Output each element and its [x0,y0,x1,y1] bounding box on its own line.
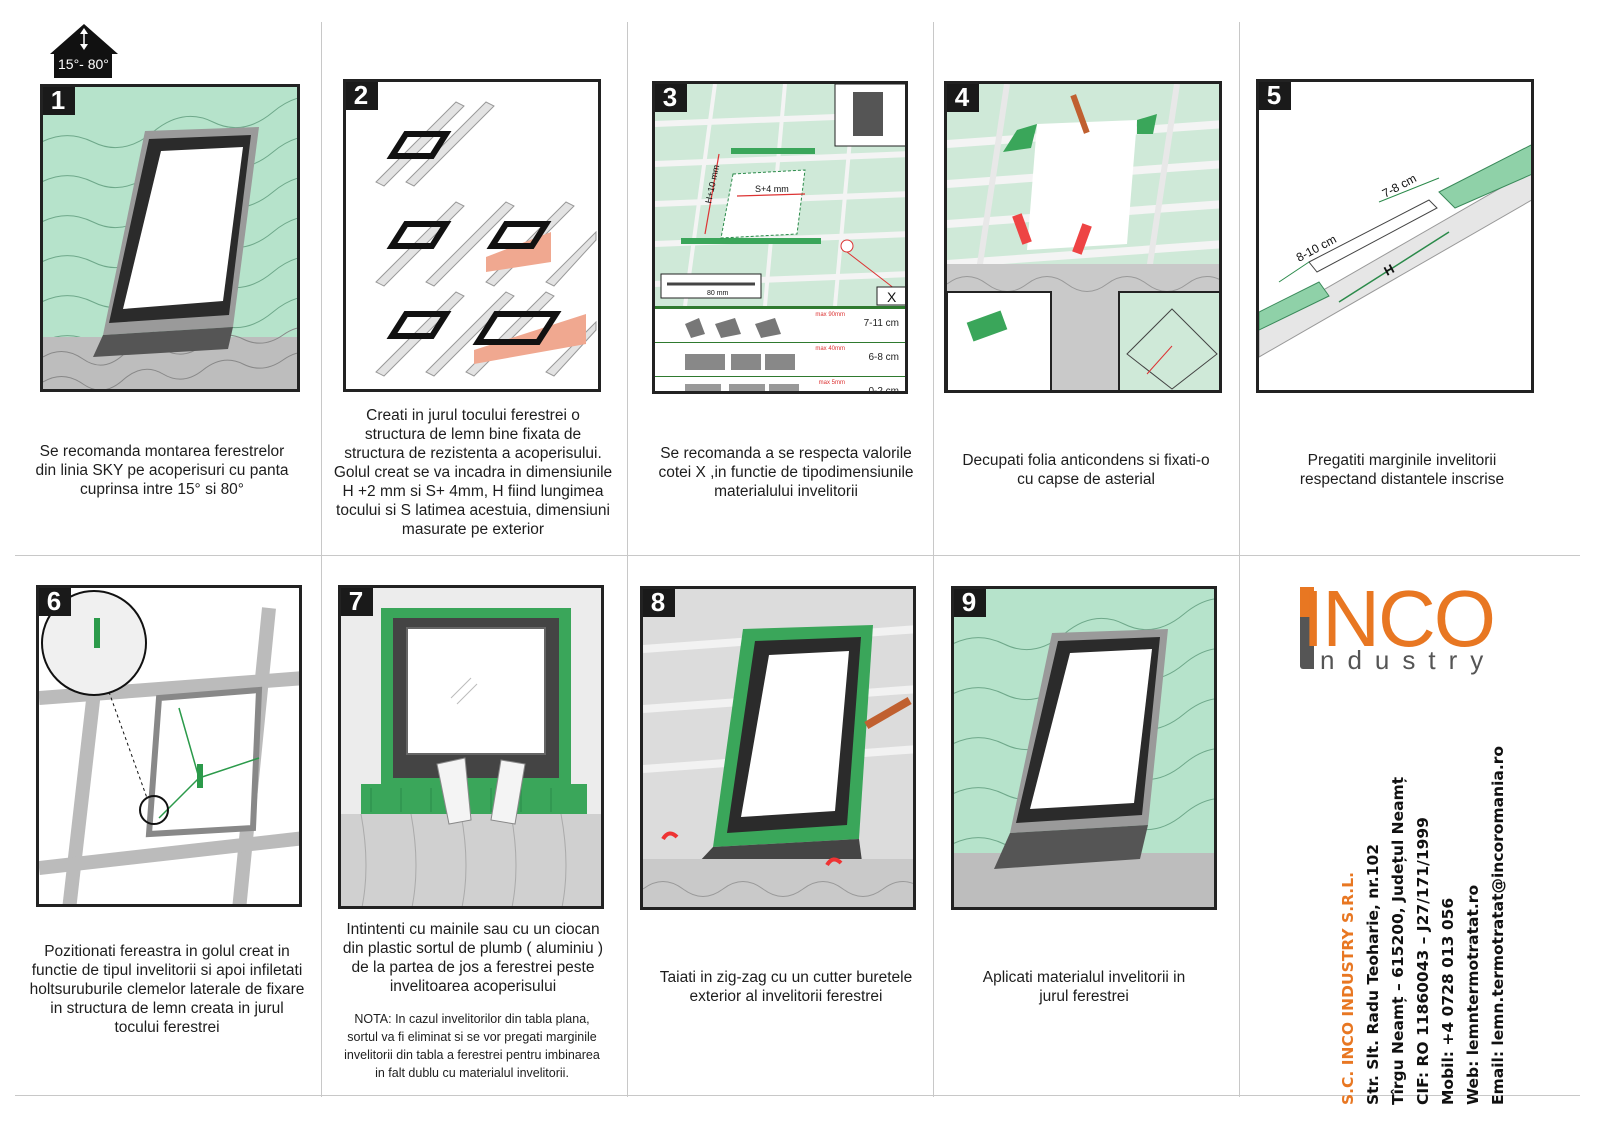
table-value: 7-11 cm [863,318,899,329]
caption-line: H +2 mm si S+ 4mm, H fiind lungimea [342,483,604,500]
step-9-caption: Aplicati materialul invelitorii in jurul… [936,968,1232,1006]
company-address: Str. Slt. Radu Teoharie, nr.102 [1364,843,1382,1105]
step-8-caption: Taiati in zig-zag cu un cutter buretele … [636,968,936,1006]
step-9-illustration: 9 [951,586,1217,910]
table-row: max 5mm 0-2 cm [655,376,905,394]
caption-line: Golul creat se va incadra in dimensiunil… [333,464,613,481]
grid-divider [321,22,322,1097]
logo-sub: ndustry [1320,645,1497,675]
grid-divider [15,1095,1580,1096]
step-number: 7 [341,588,373,616]
logo-bar-accent [1300,587,1314,617]
step-2-illustration: 2 [343,79,601,392]
caption-line: respectand distantele inscrise [1299,471,1505,488]
grid-divider [627,22,628,1097]
caption-line: din plastic sortul de plumb ( aluminiu ) [342,940,604,957]
step-7-note: NOTA: In cazul invelitorilor din tabla p… [324,1010,620,1082]
caption-line: in structura de lemn creata in jurul [50,1000,284,1017]
step-1-caption: Se recomanda montarea ferestrelor din li… [20,442,304,499]
caption-line: Decupati folia anticondens si fixati-o [962,452,1210,469]
caption-line: cuprinsa intre 15° si 80° [79,481,245,498]
step-7-illustration: 7 [338,585,604,909]
step-2-caption: Creati in jurul tocului ferestrei o stru… [325,406,621,539]
step-6-caption: Pozitionati fereastra in golul creat in … [20,942,314,1037]
tile-table: max 90mm 7-11 cm max 40mm 6-8 cm max 5mm… [655,306,905,394]
roof-pitch-badge: 15°- 80° [48,22,120,85]
step-number: 1 [43,87,75,115]
step-1-illustration: 1 [40,84,300,392]
grid-divider [15,555,1580,556]
caption-line: tocului ferestrei [114,1019,220,1036]
caption-line: masurate pe exterior [401,521,545,538]
step-8-illustration: 8 [640,586,916,910]
caption-line: Aplicati materialul invelitorii in [982,969,1186,986]
note-line: invelitorii din tabla a ferestrei pentru… [344,1048,600,1062]
table-value: 6-8 cm [868,352,899,363]
caption-line: Pozitionati fereastra in golul creat in [44,943,290,960]
caption-line: cu capse de asterial [1017,471,1155,488]
note-line: NOTA: In cazul invelitorilor din tabla p… [354,1012,590,1026]
table-max: max 40mm [815,346,845,352]
step-5-illustration: 5 8-10 cm 7-8 cm H [1256,79,1534,393]
step-4-caption: Decupati folia anticondens si fixati-o c… [940,451,1232,489]
step-number: 8 [643,589,675,617]
company-email[interactable]: Email: lemn.termotratat@incoromania.ro [1489,745,1507,1105]
step-number: 9 [954,589,986,617]
x-label: X [887,289,897,305]
company-mobile: Mobil: +4 0728 013 056 [1439,897,1457,1105]
company-web[interactable]: Web: lemntermotratat.ro [1464,884,1482,1105]
dist-b-label: 7-8 cm [1380,171,1419,201]
caption-line: materialului invelitorii [714,483,858,500]
caption-line: Intintenti cu mainile sau cu un ciocan [346,921,600,938]
step-number: 6 [39,588,71,616]
note-line: sortul va fi eliminat si se vor pregati … [347,1030,597,1044]
grid-divider [1239,22,1240,1097]
table-row: max 90mm 7-11 cm [655,306,905,342]
note-line: in falt dublu cu materialul invelitorii. [375,1066,569,1080]
caption-line: de la partea de jos a ferestrei peste [351,959,595,976]
caption-line: structura de lemn bine fixata de [364,426,582,443]
step-6-illustration: 6 [36,585,302,907]
step-3-caption: Se recomanda a se respecta valorile cote… [636,444,936,501]
step-number: 2 [346,82,378,110]
step-4-illustration: 4 [944,81,1222,393]
table-row: max 40mm 6-8 cm [655,342,905,376]
company-name: S.C. INCO INDUSTRY S.R.L. [1339,872,1357,1105]
caption-line: jurul ferestrei [1039,988,1129,1005]
caption-line: Se recomanda a se respecta valorile [660,445,912,462]
grid-divider [933,22,934,1097]
step-3-illustration: 3 H+10 mm S+4 mm 80 mm X max 90mm 7-11 c… [652,81,908,394]
small-label: 80 mm [707,290,729,297]
company-info: S.C. INCO INDUSTRY S.R.L. Str. Slt. Radu… [1336,746,1511,1105]
caption-line: Creati in jurul tocului ferestrei o [366,407,580,424]
caption-line: exterior al invelitorii ferestrei [689,988,883,1005]
s-label: S+4 mm [755,184,789,194]
step-number: 4 [947,84,979,112]
logo-main: INCO [1302,574,1496,663]
roof-pitch-icon [50,24,118,78]
company-city: Tîrgu Neamț – 615200, Județul Neamț [1389,776,1407,1105]
caption-line: structura de rezistenta a acoperisului. [344,445,602,462]
company-cif: CIF: RO 11860043 – J27/171/1999 [1414,817,1432,1105]
step-number: 3 [655,84,687,112]
step-7-caption: Intintenti cu mainile sau cu un ciocan d… [328,920,618,996]
caption-line: invelitoarea acoperisului [389,978,557,995]
caption-line: Taiati in zig-zag cu un cutter buretele [659,969,913,986]
caption-line: Pregatiti marginile invelitorii [1307,452,1497,469]
caption-line: functie de tipul invelitorii si apoi inf… [31,962,303,979]
step-number: 5 [1259,82,1291,110]
step-5-caption: Pregatiti marginile invelitorii respecta… [1252,451,1552,489]
caption-line: holtsuruburile clemelor laterale de fixa… [29,981,305,998]
caption-line: din linia SKY pe acoperisuri cu panta [35,462,289,479]
inco-logo: INCO ndustry [1300,574,1550,683]
caption-line: Se recomanda montarea ferestrelor [39,443,285,460]
caption-line: cotei X ,in functie de tipodimensiunile [658,464,914,481]
table-max: max 90mm [815,312,845,318]
pitch-label: 15°- 80° [58,56,109,72]
table-value: 0-2 cm [868,386,899,394]
table-max: max 5mm [818,380,845,386]
caption-line: tocului si S latimea acestuia, dimensiun… [336,502,610,519]
